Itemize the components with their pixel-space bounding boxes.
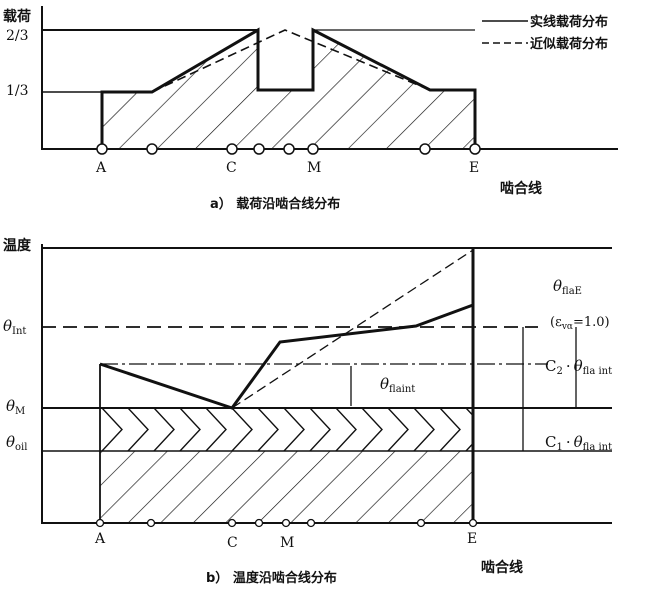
tick-label-one-third: 1/3 [6,83,29,99]
point-marker [146,143,158,155]
point-marker [254,518,264,528]
theta-m-label: θM [6,397,25,417]
line-of-action-label: 啮合线 [481,559,523,576]
load-axis-label: 载荷 [3,8,31,25]
load-points [96,143,481,155]
theta-flae-label: θflaE [553,277,582,297]
point-marker-m [307,143,319,155]
approximate-temperature-line [231,249,474,409]
point-label-m: M [307,160,321,176]
point-marker [283,143,295,155]
epsilon-note: (εvα=1.0) [550,315,610,332]
bulk-temperature-chevron-band [100,408,473,451]
c1-label: C1·θfla int [545,433,612,453]
actual-temperature-curve [99,303,474,410]
figure-a-caption: a） 载荷沿啮合线分布 [210,196,340,212]
load-hatched-area [102,30,475,149]
point-marker-m [281,518,291,528]
c2-label: C2·θfla int [545,357,612,377]
tick-label-two-thirds: 2/3 [6,28,29,44]
legend-solid-label: 实线载荷分布 [530,14,608,30]
point-marker [146,518,156,528]
load-distribution-figure: 实线载荷分布 近似载荷分布 载荷 2/3 1/3 A C M E 啮合线 a） … [3,6,618,212]
figure-b-caption: b） 温度沿啮合线分布 [206,570,337,586]
oil-temperature-hatched-area [100,451,473,523]
point-marker [306,518,316,528]
actual-load-line [100,27,477,149]
point-label-a: A [94,531,106,547]
point-marker-e [469,143,481,155]
point-label-e: E [467,531,477,547]
point-label-c: C [226,160,237,176]
point-marker-c [226,143,238,155]
point-label-c: C [227,535,238,551]
temperature-axis-label: 温度 [3,237,32,254]
point-marker-a [95,518,105,528]
point-marker-e [468,518,478,528]
temperature-distribution-figure: 温度 θInt θM θoil θflaE (εvα=1.0) θflaint … [3,237,612,586]
point-label-a: A [95,160,107,176]
point-label-m: M [280,535,294,551]
point-label-e: E [469,160,479,176]
point-marker-a [96,143,108,155]
theta-oil-label: θoil [6,433,27,453]
point-marker-c [227,518,237,528]
point-marker [416,518,426,528]
theta-flaint-label: θflaint [380,375,415,395]
approximate-load-line [151,29,431,93]
legend-dashed-label: 近似载荷分布 [530,36,608,52]
temperature-points [95,518,478,528]
theta-int-label: θInt [3,317,26,337]
line-of-action-label: 啮合线 [500,180,542,197]
point-marker [419,143,431,155]
point-marker [253,143,265,155]
